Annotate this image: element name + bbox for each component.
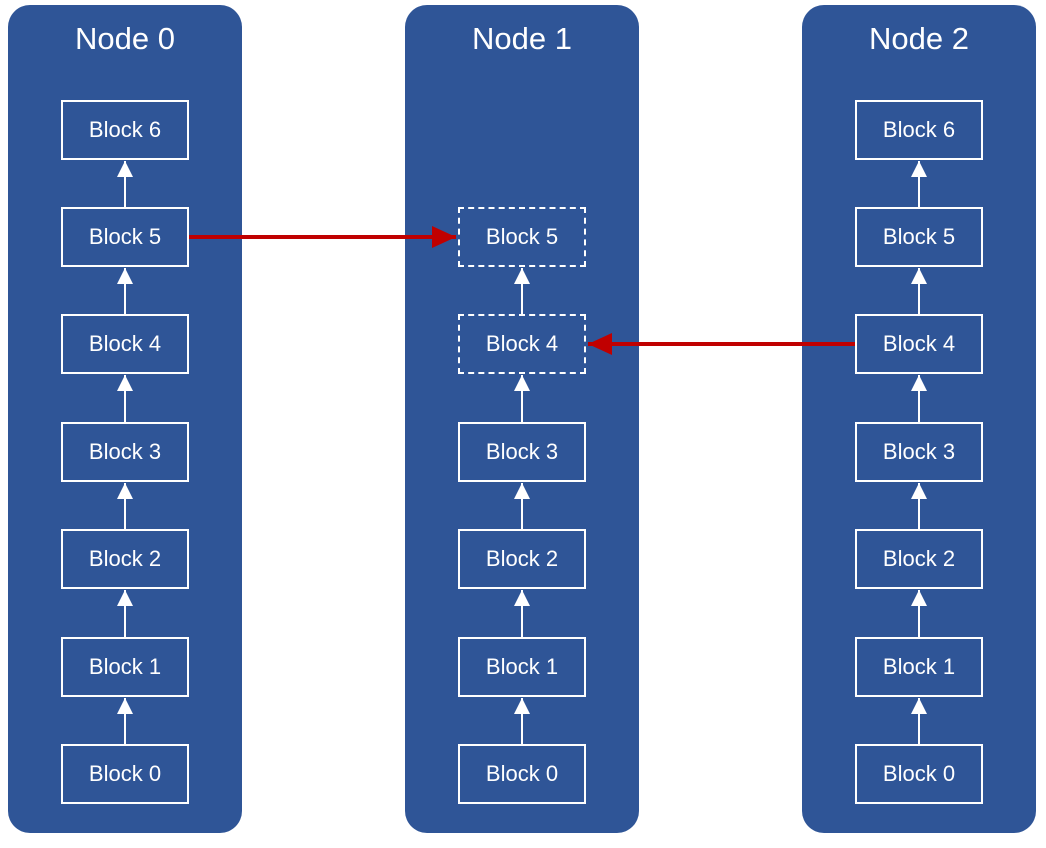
node-0-block-0: Block 0 [61, 744, 189, 804]
node-1-block-2: Block 2 [458, 529, 586, 589]
node-1-block-4: Block 4 [458, 314, 586, 374]
node-2-block-0: Block 0 [855, 744, 983, 804]
node-1-panel: Node 1 Block 5 Block 4 Block 3 Block 2 Block… [405, 5, 639, 833]
node-1-block-5: Block 5 [458, 207, 586, 267]
node-2-block-5: Block 5 [855, 207, 983, 267]
node-0-block-4: Block 4 [61, 314, 189, 374]
node-1-block-0: Block 0 [458, 744, 586, 804]
node-0-panel: Node 0 Block 6 Block 5 Block 4 Block 3 Block… [8, 5, 242, 833]
node-2-block-3: Block 3 [855, 422, 983, 482]
node-2-block-6: Block 6 [855, 100, 983, 160]
node-2-block-1: Block 1 [855, 637, 983, 697]
node-0-block-1: Block 1 [61, 637, 189, 697]
node-0-block-3: Block 3 [61, 422, 189, 482]
node-0-block-6: Block 6 [61, 100, 189, 160]
node-0-title: Node 0 [75, 21, 175, 56]
node-1-block-3: Block 3 [458, 422, 586, 482]
node-0-block-2: Block 2 [61, 529, 189, 589]
node-1-block-1: Block 1 [458, 637, 586, 697]
node-2-block-4: Block 4 [855, 314, 983, 374]
node-0-block-5: Block 5 [61, 207, 189, 267]
node-1-title: Node 1 [472, 21, 572, 56]
node-2-panel: Node 2 Block 6 Block 5 Block 4 Block 3 Block… [802, 5, 1036, 833]
node-2-block-2: Block 2 [855, 529, 983, 589]
node-2-title: Node 2 [869, 21, 969, 56]
